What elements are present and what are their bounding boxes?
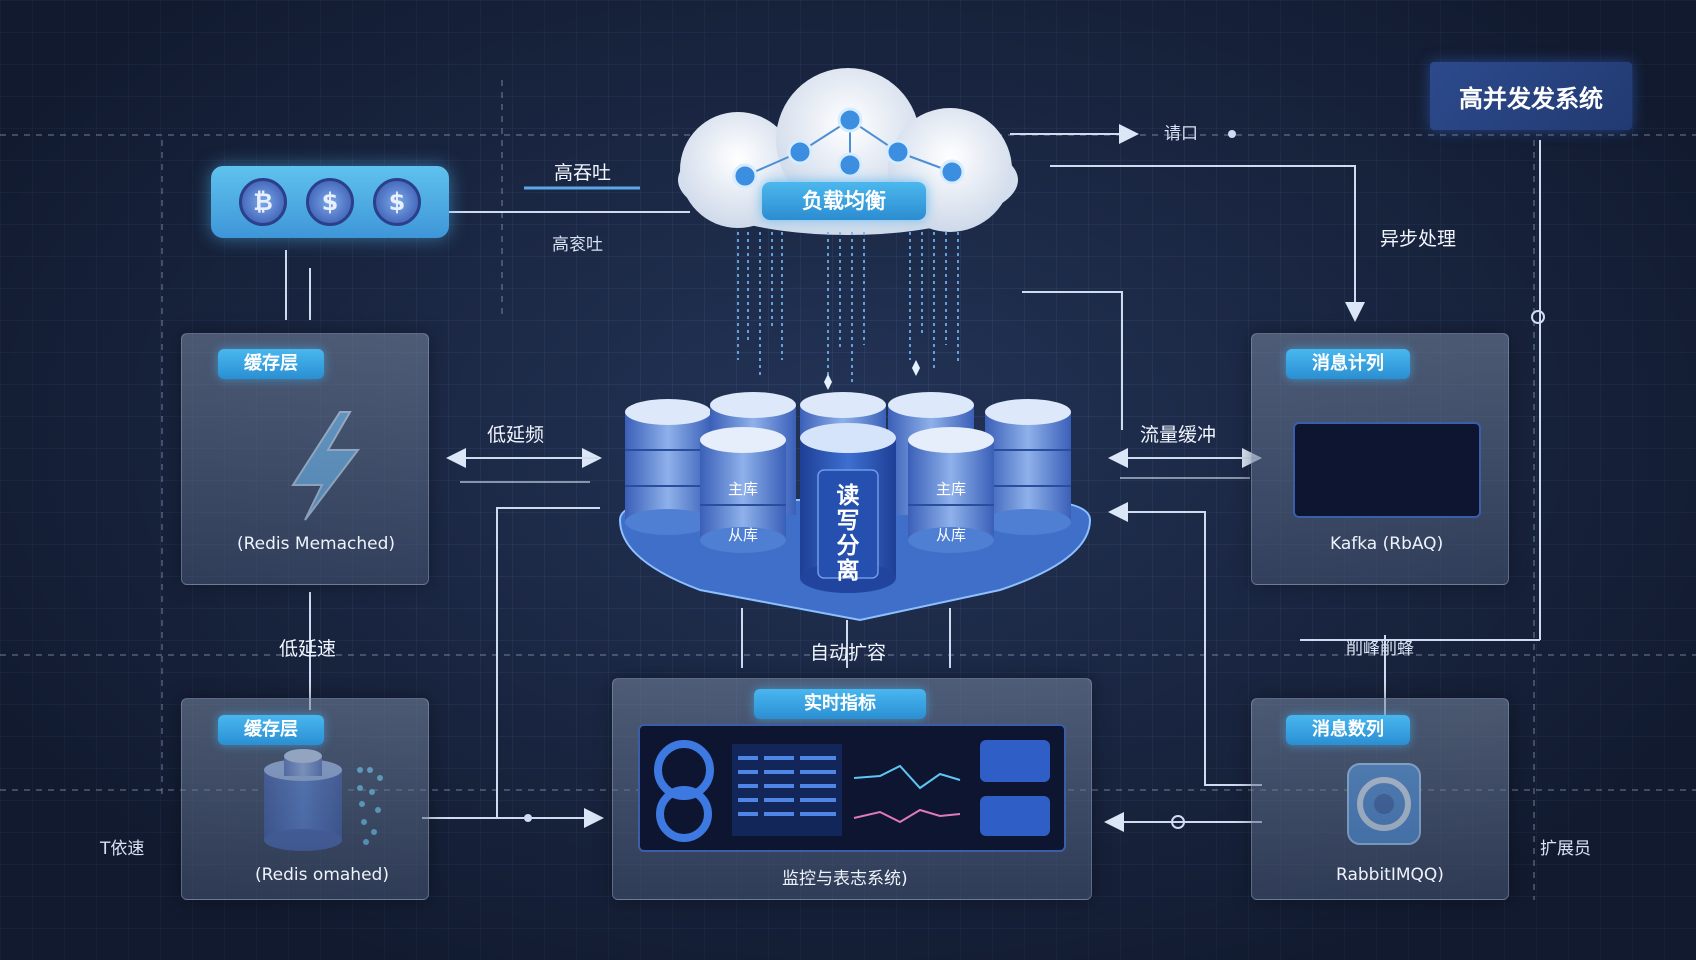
monitor-tag: 实时指标: [754, 689, 926, 719]
monitor-caption: 监控与表志系统): [782, 869, 908, 889]
label-request: 请口: [1164, 124, 1198, 144]
cache-tag-top: 缓存层: [218, 349, 324, 379]
mq-tag-bottom: 消息数列: [1286, 715, 1410, 745]
label-left-bottom: T依速: [100, 839, 145, 859]
mq-tag-top: 消息计列: [1286, 349, 1410, 379]
label-traffic-buffer: 流量缓冲: [1140, 424, 1217, 446]
label-high-throughput: 高吞吐: [554, 162, 612, 184]
slave-db-label-left: 从库: [727, 526, 758, 544]
coin-icon: ₿: [239, 178, 287, 226]
slave-db-label-right: 从库: [935, 526, 966, 544]
coin-icon: $: [306, 178, 354, 226]
mq-caption-top: Kafka (RbAQ): [1330, 534, 1444, 554]
master-db-label-left: 主库: [727, 480, 758, 498]
label-peak-shaving: 削峰削蜂: [1346, 639, 1414, 659]
label-async: 异步处理: [1380, 228, 1457, 250]
coin-icon: $: [373, 178, 421, 226]
monitor-dashboard: [638, 724, 1066, 852]
dashboard-graphics: [654, 740, 1050, 842]
label-high-throughput-2: 高衮吐: [552, 235, 603, 255]
rw-split-label: 读写分离: [836, 483, 860, 584]
load-balancer-label: 负载均衡: [762, 182, 926, 220]
label-auto-scale: 自动扩容: [810, 642, 887, 664]
cache-caption-top: (Redis Memached): [237, 534, 396, 554]
label-low-latency-2: 低延速: [279, 638, 337, 660]
label-right-bottom: 扩展员: [1540, 839, 1591, 859]
cache-tag-bottom: 缓存层: [218, 715, 324, 745]
label-low-latency: 低延频: [487, 424, 545, 446]
master-db-label-right: 主库: [935, 480, 966, 498]
kafka-dashboard: [1293, 422, 1481, 518]
cache-caption-bottom: (Redis omahed): [255, 865, 389, 885]
page-title: 高并发发系统: [1430, 62, 1632, 130]
mq-caption-bottom: RabbitIMQQ): [1336, 865, 1444, 885]
database-cylinders: [625, 392, 1071, 593]
payment-bar: ₿ $ $: [211, 166, 449, 238]
